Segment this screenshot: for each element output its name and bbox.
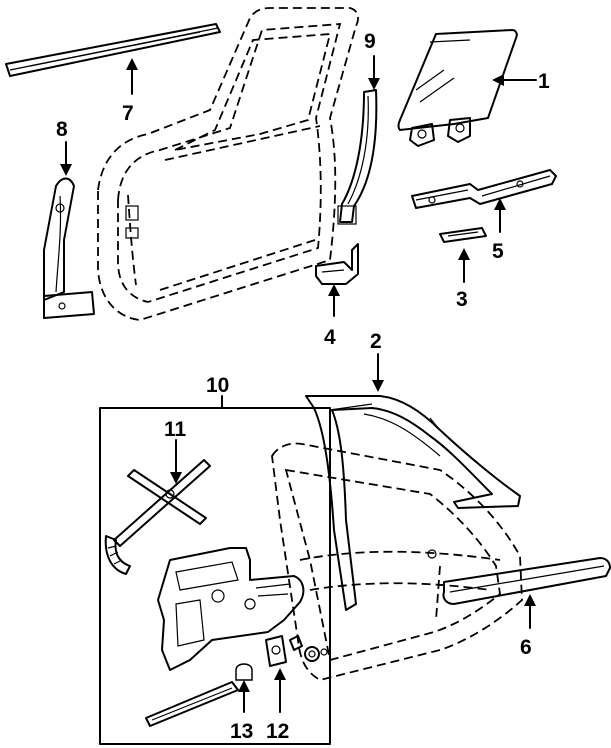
- callout-7: 7: [122, 102, 134, 125]
- part-8-run-channel: [43, 177, 95, 319]
- front-door-shell: [97, 7, 359, 321]
- callout-12: 12: [266, 720, 289, 743]
- part-4-bracket: [315, 243, 359, 285]
- arrowhead-13: [238, 680, 250, 692]
- arrowhead-9: [368, 78, 380, 90]
- arrowhead-8: [60, 164, 72, 176]
- arrowhead-3: [458, 248, 470, 260]
- callout-8: 8: [56, 118, 68, 141]
- part-3-clip: [439, 227, 487, 243]
- arrowhead-11: [170, 472, 182, 484]
- arrowhead-4: [328, 284, 340, 296]
- arrowhead-7: [126, 58, 138, 70]
- part-5-glass-channel: [411, 169, 557, 209]
- callout-11: 11: [164, 418, 187, 441]
- arrowhead-12: [274, 668, 286, 680]
- callout-3: 3: [456, 288, 468, 311]
- lower-channel-strip: [145, 681, 239, 727]
- arrowhead-6: [524, 594, 536, 606]
- part-9-rear-channel: [337, 89, 378, 225]
- door-handle-parts: [289, 635, 328, 662]
- regulator-motor-assembly: [157, 547, 305, 671]
- callout-1: 1: [538, 70, 550, 93]
- part-13-bumper: [235, 663, 253, 681]
- arrowhead-2: [372, 380, 384, 392]
- part-2-door-frame: [305, 395, 521, 611]
- callout-10: 10: [206, 374, 229, 397]
- callout-6: 6: [520, 636, 532, 659]
- arrowhead-5: [494, 198, 506, 210]
- callout-5: 5: [492, 240, 504, 263]
- rear-door-shell: [271, 442, 523, 681]
- callout-13: 13: [230, 720, 253, 743]
- callout-4: 4: [324, 326, 336, 349]
- part-11-regulator: [104, 459, 211, 575]
- part-7-belt-weatherstrip: [5, 23, 221, 77]
- part-1-door-glass: [397, 28, 518, 147]
- part-12-motor: [265, 635, 287, 667]
- callout-2: 2: [370, 330, 382, 353]
- arrowhead-1: [492, 74, 504, 86]
- callout-9: 9: [364, 30, 376, 53]
- part-6-belt-molding: [442, 557, 611, 605]
- regulator-kit-box: [99, 407, 331, 745]
